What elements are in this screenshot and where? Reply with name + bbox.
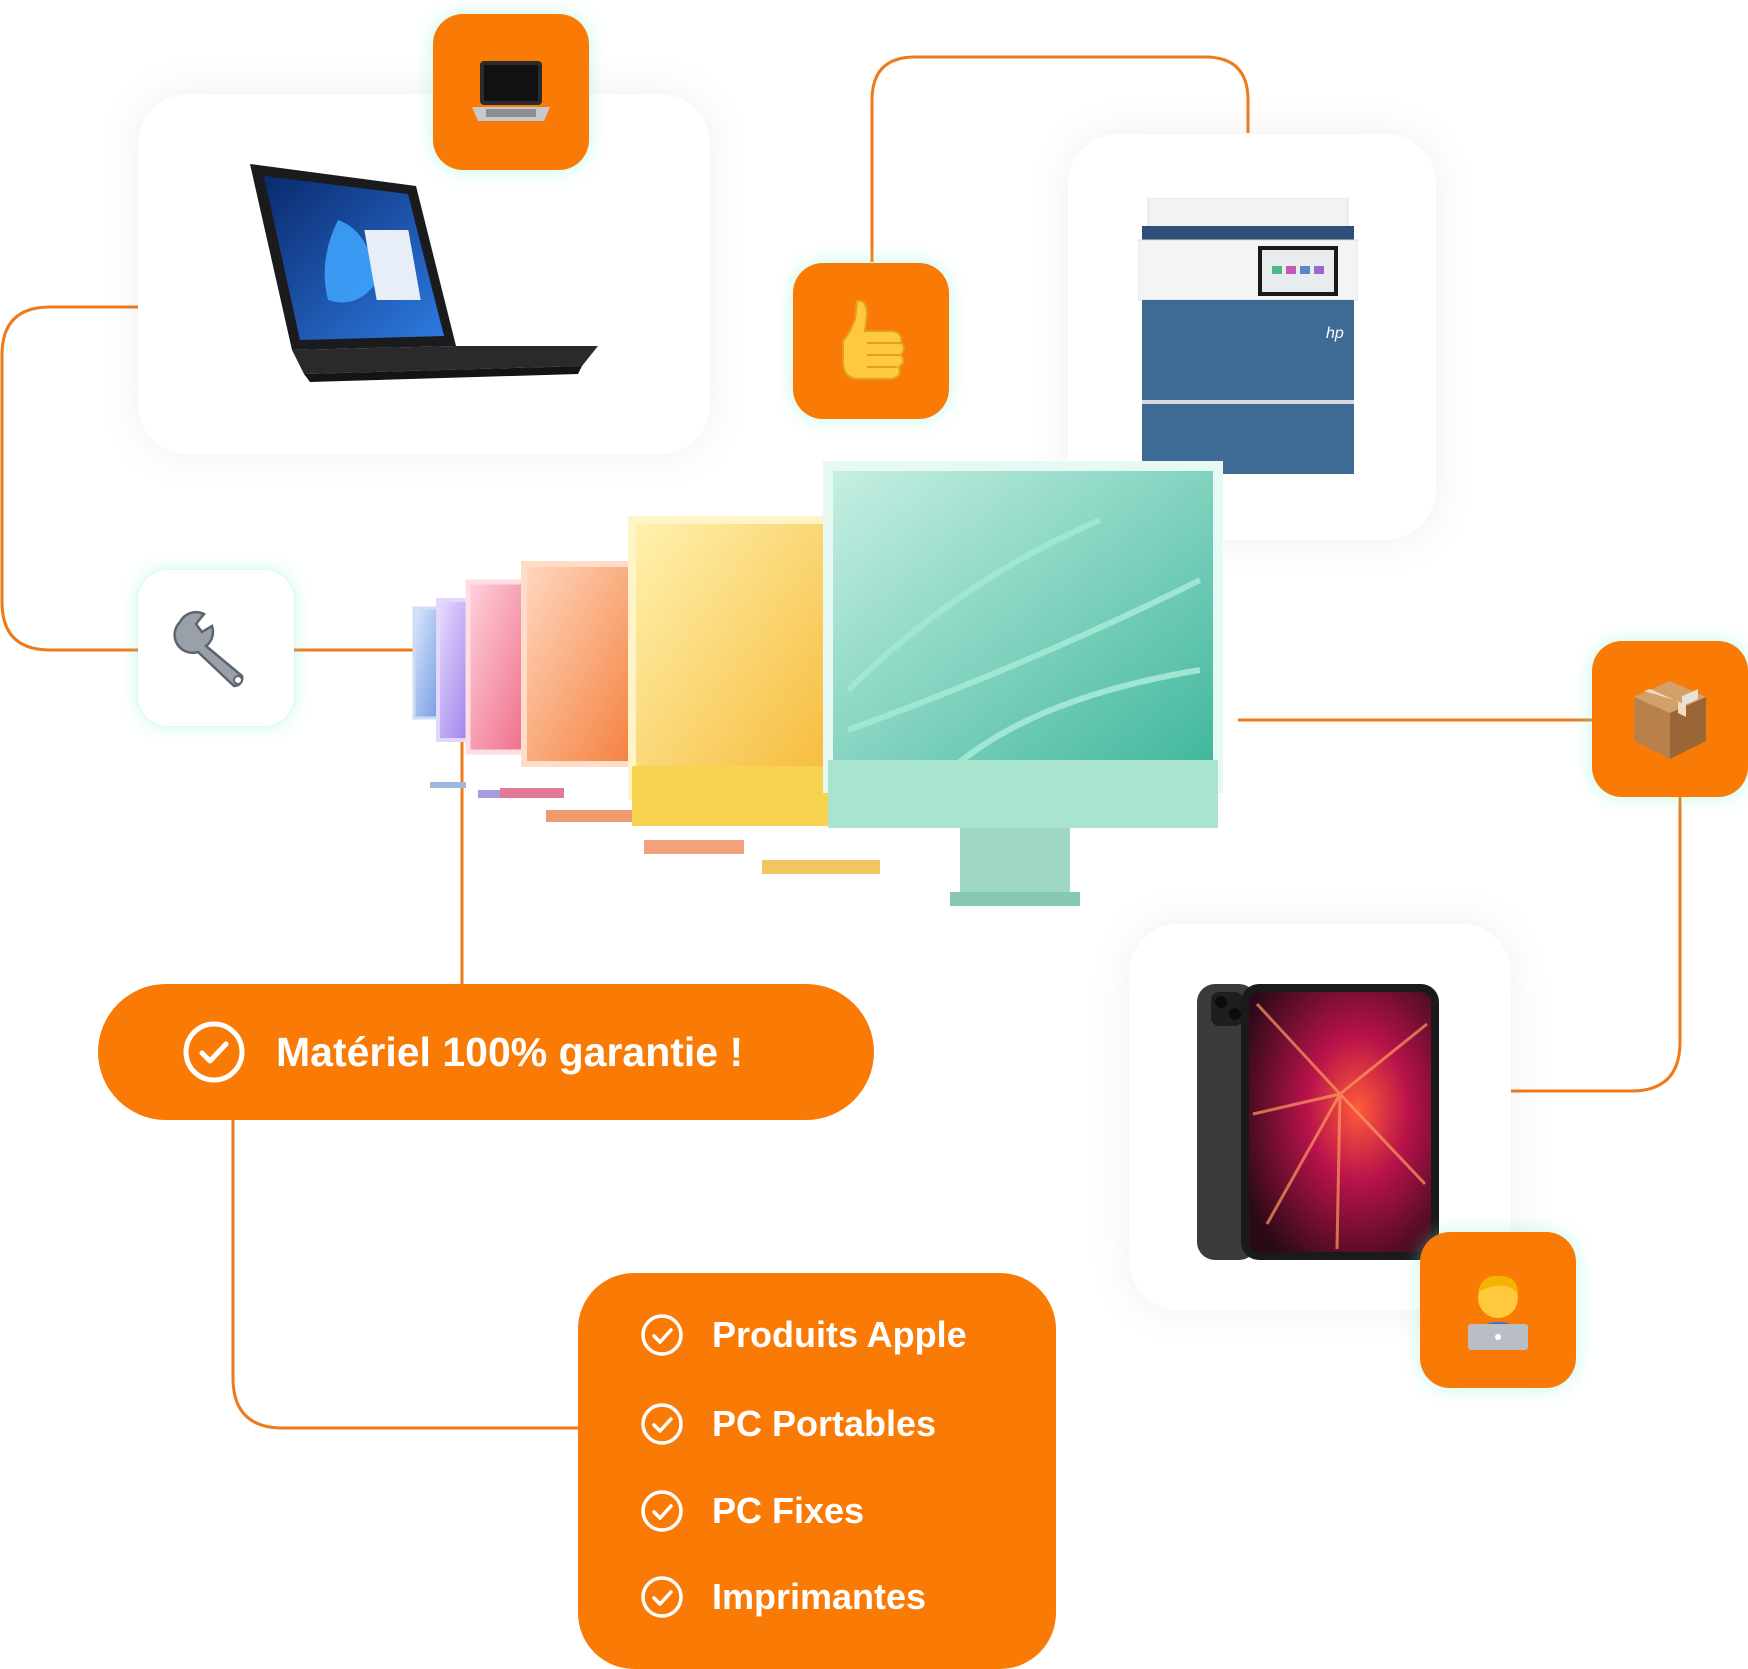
list-item: Produits Apple: [640, 1313, 967, 1357]
list-item: PC Portables: [640, 1402, 936, 1446]
technologist-emoji-icon: [1468, 1275, 1528, 1350]
package-emoji-icon: [1634, 681, 1706, 759]
thumbs-up-badge: [793, 263, 949, 419]
laptop-badge: [433, 14, 589, 170]
list-item: Imprimantes: [640, 1575, 926, 1619]
list-item: PC Fixes: [640, 1489, 864, 1533]
check-circle-icon: [641, 1576, 683, 1618]
check-circle-icon: [641, 1403, 683, 1445]
warranty-banner-text: Matériel 100% garantie !: [276, 1028, 744, 1075]
hp-printer-image: hp: [1138, 198, 1358, 474]
check-circle-icon: [641, 1314, 683, 1356]
check-circle-icon: [183, 1021, 245, 1083]
thumbs-up-emoji-icon: [842, 299, 905, 380]
laptop-card: [138, 94, 710, 454]
ipad-card: [1129, 924, 1511, 1310]
ipad-pro-image: [1197, 984, 1439, 1260]
wrench-badge: [138, 570, 294, 726]
product-category-list: Produits Apple PC Portables PC Fixes Imp…: [578, 1273, 1056, 1669]
laptop-emoji-icon: [472, 61, 550, 121]
list-item-label: PC Fixes: [712, 1490, 865, 1531]
imac-lineup-image: [412, 461, 1223, 906]
list-item-label: Imprimantes: [712, 1576, 927, 1617]
list-item-label: Produits Apple: [712, 1314, 967, 1355]
package-badge: [1592, 641, 1748, 797]
hp-logo: hp: [1326, 325, 1344, 342]
technologist-badge: [1420, 1232, 1576, 1388]
check-circle-icon: [641, 1490, 683, 1532]
warranty-banner: Matériel 100% garantie !: [98, 984, 874, 1120]
dell-laptop-image: [250, 164, 598, 382]
list-item-label: PC Portables: [712, 1403, 937, 1444]
wrench-emoji-icon: [173, 610, 244, 688]
